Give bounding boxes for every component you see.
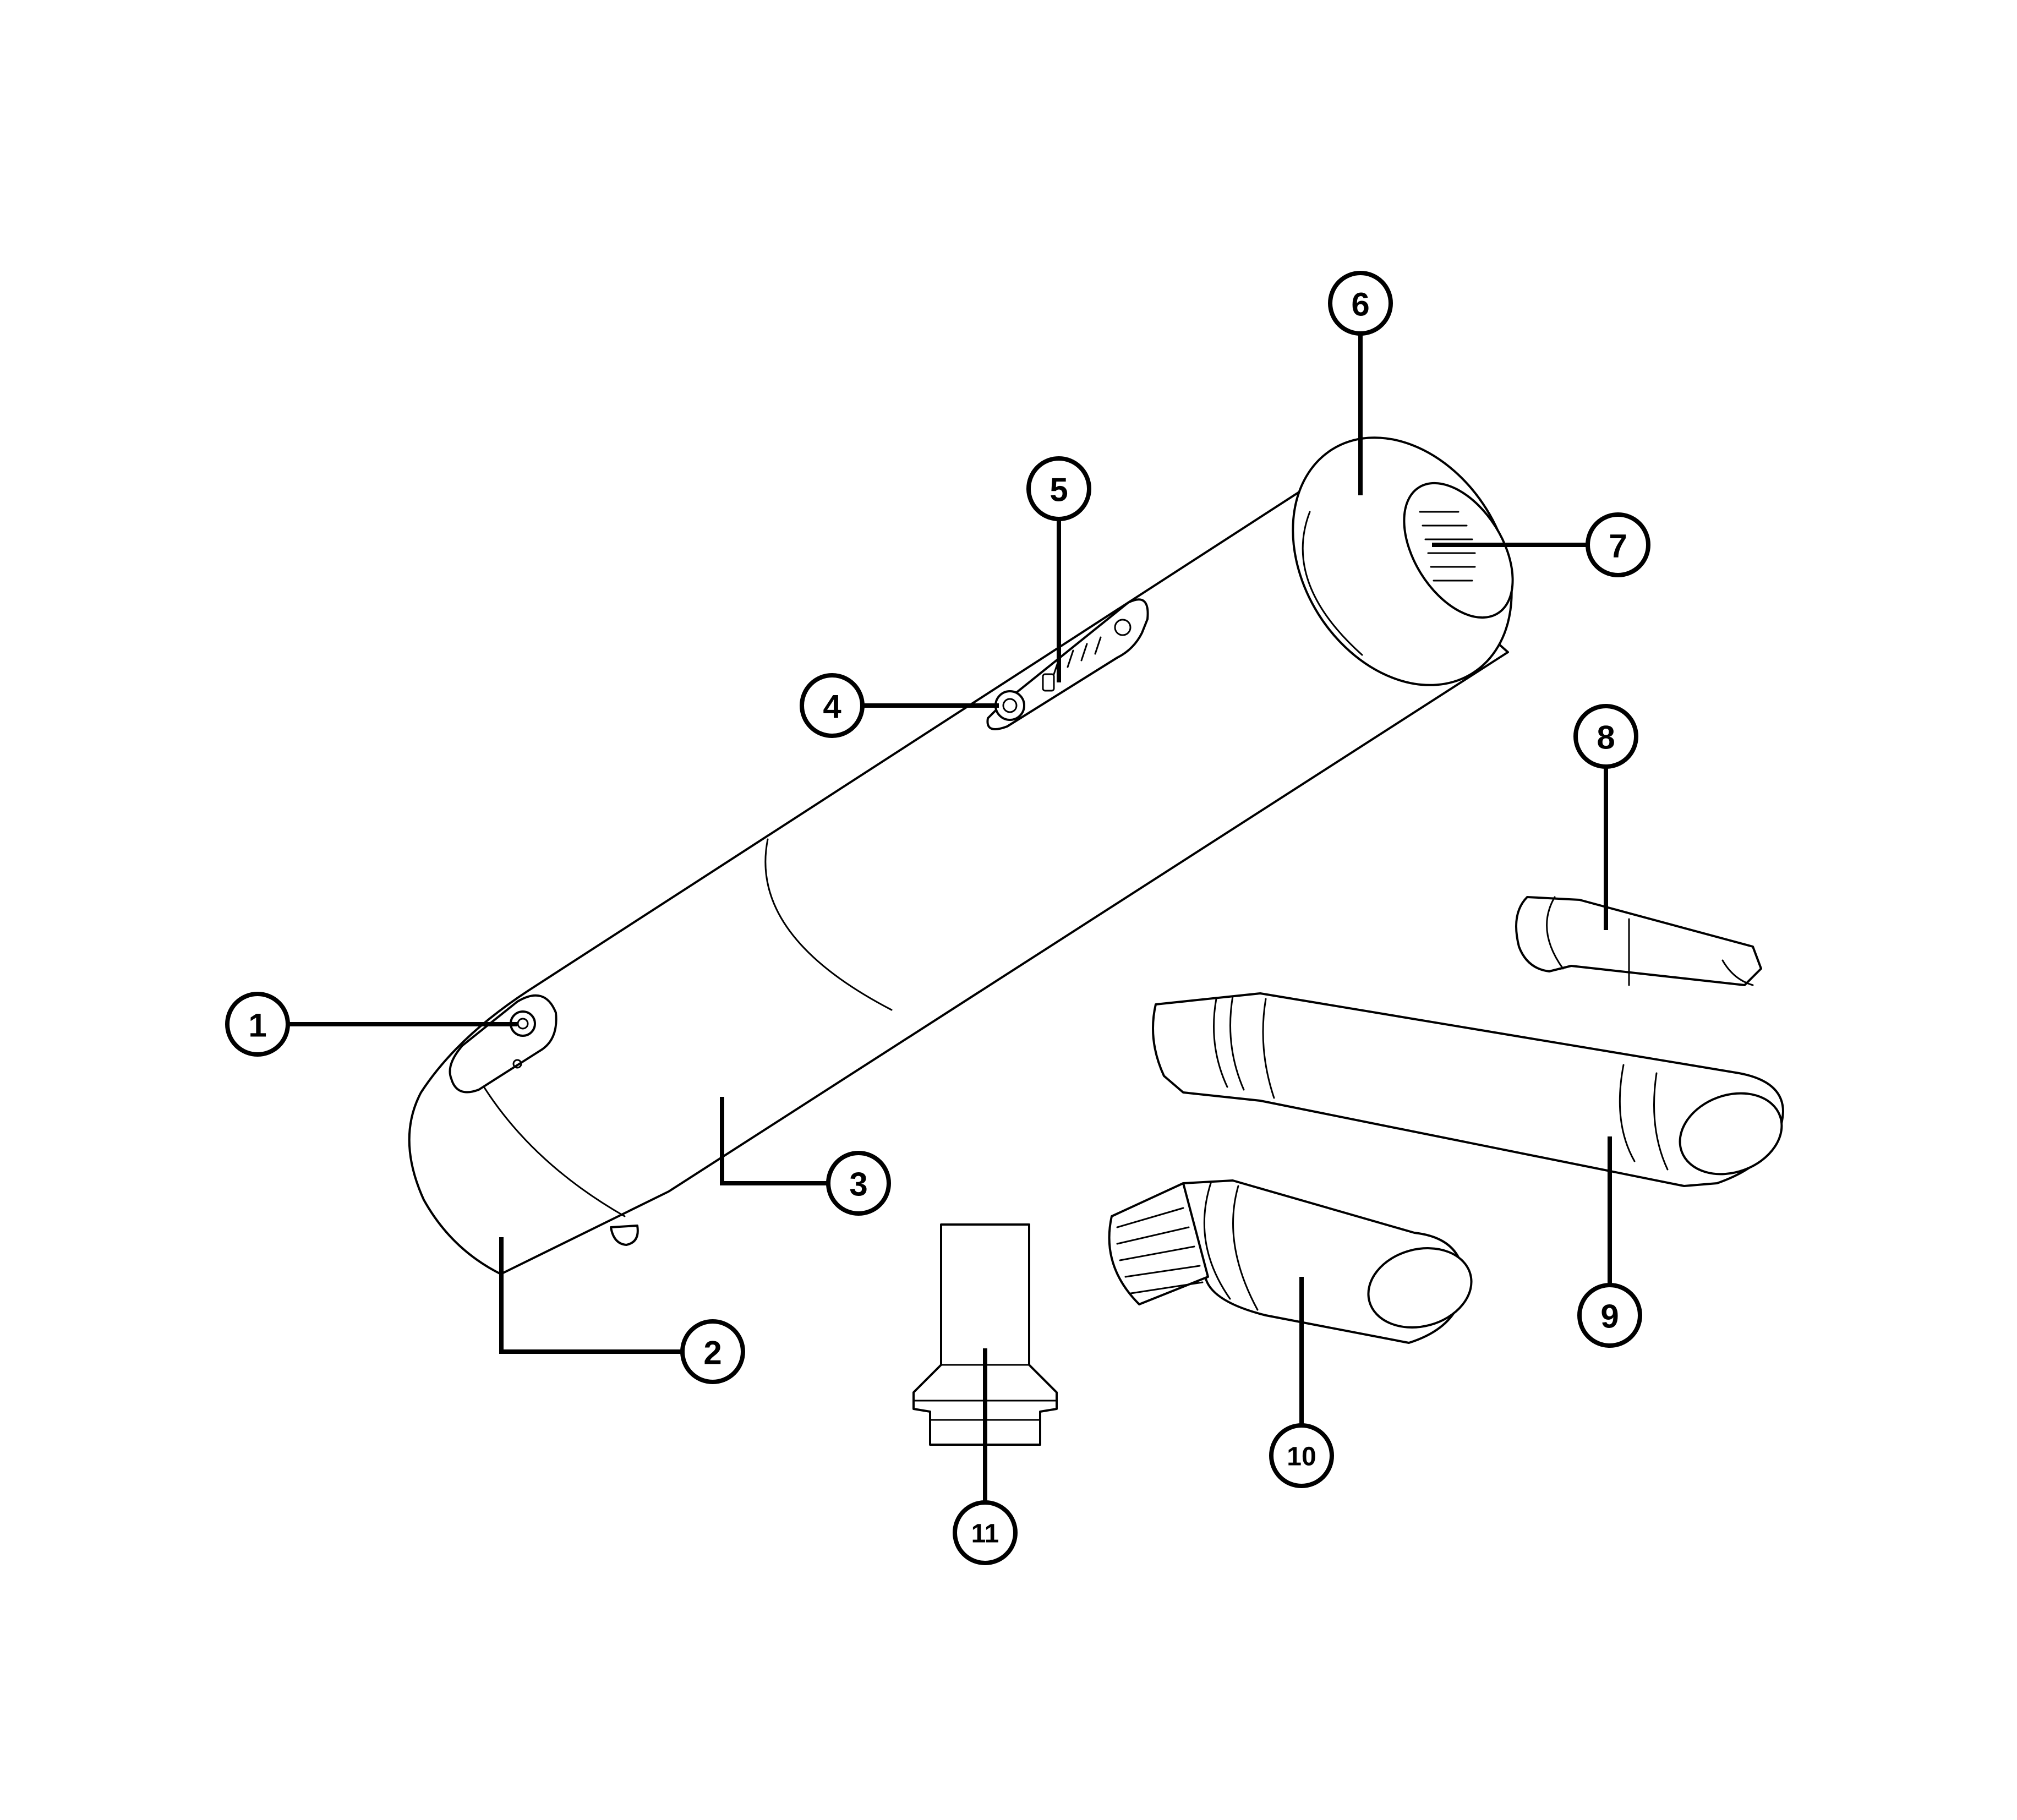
leader-2	[499, 1237, 682, 1354]
leader-lines	[288, 334, 1612, 1502]
callout-11-label: 11	[971, 1520, 999, 1549]
callout-2: 2	[680, 1319, 745, 1384]
callout-4-label: 4	[823, 688, 841, 725]
attachment-9-long-tube	[1152, 992, 1784, 1187]
callout-2-label: 2	[703, 1335, 721, 1371]
callout-7-label: 7	[1609, 528, 1627, 565]
vacuum-body	[408, 480, 1509, 1275]
attachment-8-nozzle	[1515, 896, 1762, 986]
callout-9: 9	[1577, 1283, 1642, 1348]
callout-9-label: 9	[1600, 1298, 1619, 1335]
callout-10: 10	[1269, 1423, 1334, 1488]
callout-7: 7	[1586, 512, 1650, 577]
leader-3	[720, 1097, 828, 1185]
callout-6: 6	[1328, 271, 1393, 336]
control-panel	[986, 598, 1149, 730]
callout-3: 3	[826, 1151, 891, 1216]
callout-8: 8	[1573, 704, 1638, 769]
callout-8-label: 8	[1597, 719, 1615, 756]
callout-1-label: 1	[248, 1007, 266, 1044]
callout-6-label: 6	[1351, 286, 1369, 323]
callout-4: 4	[800, 673, 865, 738]
callout-10-label: 10	[1287, 1442, 1316, 1472]
callout-3-label: 3	[849, 1166, 867, 1203]
callout-1: 1	[225, 992, 290, 1057]
callout-11: 11	[953, 1500, 1018, 1565]
inlet-grille	[1403, 482, 1514, 619]
callout-5-label: 5	[1050, 472, 1068, 509]
attachment-10-brush	[1108, 1179, 1473, 1344]
callout-5: 5	[1026, 456, 1091, 521]
